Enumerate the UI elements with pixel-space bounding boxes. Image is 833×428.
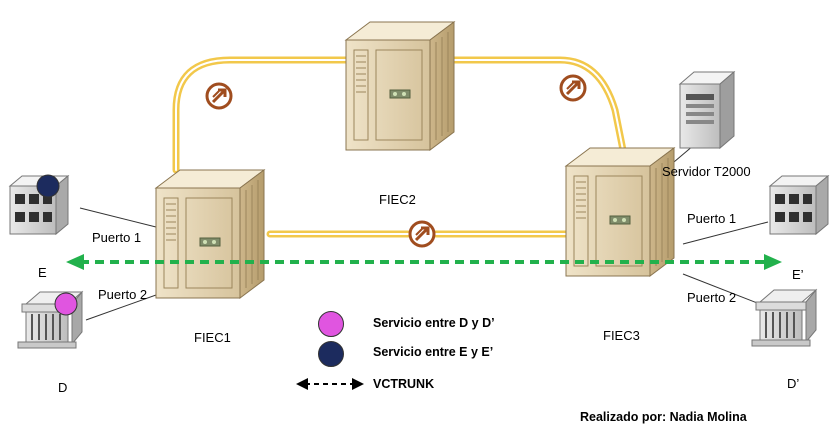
fiec1-port1-label: Puerto 1 xyxy=(92,230,142,245)
credit-text: Realizado por: Nadia Molina xyxy=(580,410,747,424)
ring-link-icon xyxy=(205,82,233,110)
ring-link-icon xyxy=(559,74,587,102)
server-label: Servidor T2000 xyxy=(662,164,751,179)
legend-vctrunk-label: VCTRUNK xyxy=(373,377,435,391)
site-e-prime-building-icon xyxy=(769,175,829,235)
legend-service-e-dot xyxy=(318,341,344,367)
service-d-marker xyxy=(54,292,78,316)
site-e-label: E xyxy=(38,265,47,280)
site-e-prime-label: E’ xyxy=(792,267,804,282)
fiec2-rack-icon xyxy=(345,21,455,151)
site-d-prime-label: D’ xyxy=(787,376,800,391)
fiec1-rack-icon xyxy=(155,169,265,299)
fiec3-port1-label: Puerto 1 xyxy=(687,211,737,226)
fiec1-port2-label: Puerto 2 xyxy=(98,287,148,302)
fiec3-rack-icon xyxy=(565,147,675,277)
legend-service-d-label: Servicio entre D y D’ xyxy=(373,316,495,330)
ring-link-icon xyxy=(408,220,436,248)
legend-service-d-dot xyxy=(318,311,344,337)
service-e-marker xyxy=(36,174,60,198)
legend-service-e-label: Servicio entre E y E’ xyxy=(373,345,494,359)
site-d-prime-bank-icon xyxy=(751,289,817,347)
server-icon xyxy=(678,70,736,150)
fiec2-label: FIEC2 xyxy=(379,192,416,207)
vctrunk-arrow xyxy=(66,254,782,270)
fiec3-label: FIEC3 xyxy=(603,328,640,343)
fiec3-port2-label: Puerto 2 xyxy=(687,290,737,305)
fiec1-label: FIEC1 xyxy=(194,330,231,345)
site-d-label: D xyxy=(58,380,68,395)
legend-vctrunk-arrow xyxy=(296,378,364,390)
